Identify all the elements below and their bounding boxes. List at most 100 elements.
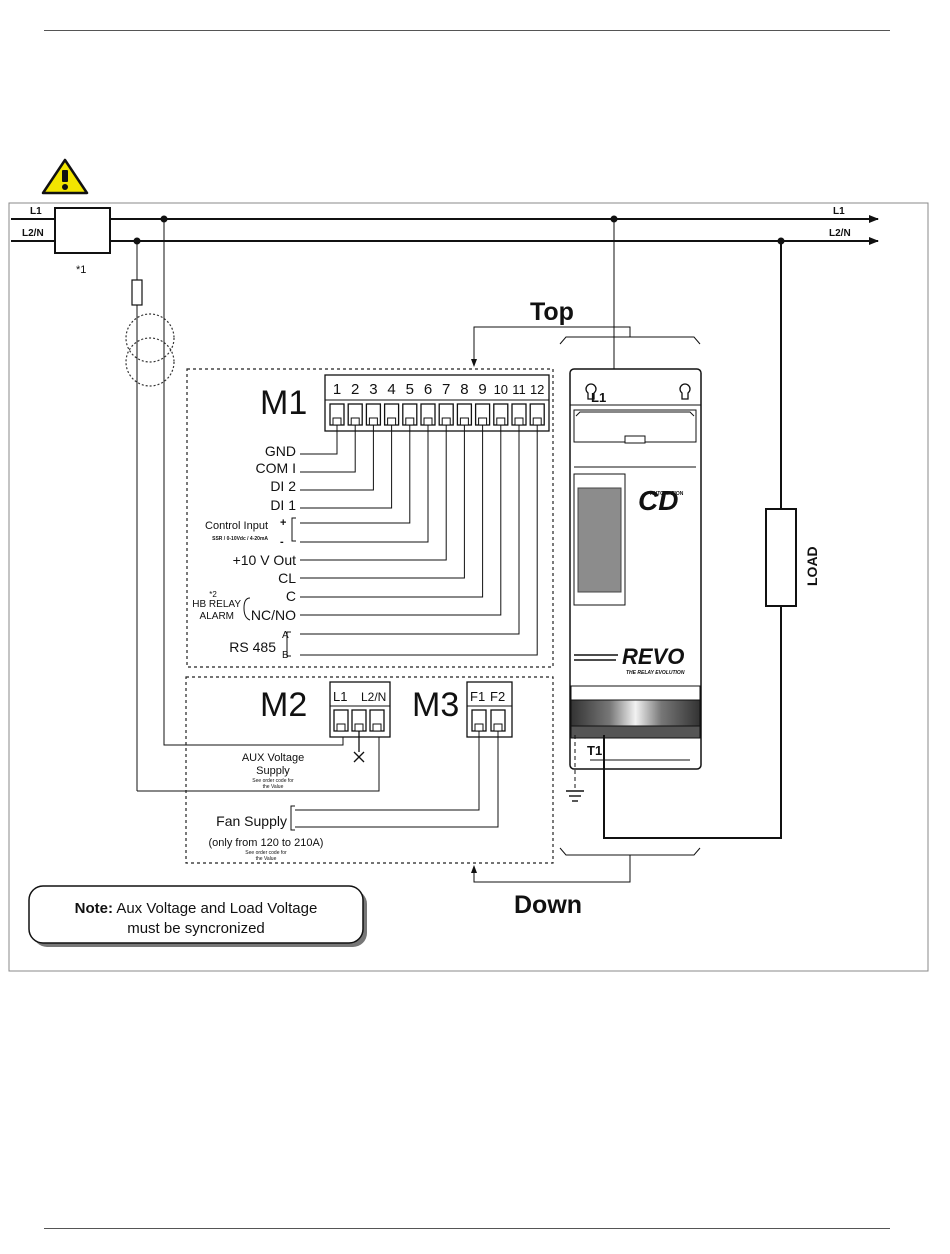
m1-terminal-number: 4 bbox=[387, 381, 395, 398]
fan-note-2: the Value bbox=[256, 856, 277, 862]
m1-terminal-number: 9 bbox=[478, 381, 486, 398]
device-t1-label: T1 bbox=[587, 743, 602, 758]
v10-label: +10 V Out bbox=[233, 552, 297, 568]
l1-left-label: L1 bbox=[30, 206, 42, 217]
rs485-b-label: B bbox=[282, 650, 289, 661]
fan-bracket bbox=[290, 805, 295, 831]
m1-signal-wire bbox=[300, 425, 393, 509]
m1-terminal-number: 8 bbox=[460, 381, 468, 398]
c-label: C bbox=[286, 588, 296, 604]
note-text-line2: must be syncronized bbox=[127, 920, 265, 937]
l1-right-label: L1 bbox=[833, 206, 845, 217]
m1-signal-wire bbox=[300, 425, 502, 616]
revo-tagline: THE RELAY EVOLUTION bbox=[626, 670, 685, 676]
m1-signal-wire bbox=[300, 425, 484, 598]
ground-icon bbox=[566, 790, 584, 802]
label-brackets bbox=[243, 517, 296, 657]
m1-signal-wire bbox=[300, 425, 338, 455]
m1-terminal-number: 7 bbox=[442, 381, 450, 398]
note-box bbox=[28, 885, 364, 944]
l2n-right-label: L2/N bbox=[829, 228, 851, 239]
com-label: COM I bbox=[256, 460, 296, 476]
m1-terminal-screw bbox=[368, 417, 378, 426]
m1-signal-wire bbox=[300, 425, 411, 524]
m1-terminal-number: 3 bbox=[369, 381, 377, 398]
m1-box bbox=[186, 368, 554, 668]
load-wire-bottom bbox=[603, 606, 782, 839]
rs485-label: RS 485 bbox=[229, 639, 276, 655]
down-bracket bbox=[559, 847, 701, 856]
note-ref-2: *2 bbox=[209, 590, 217, 599]
m3-title: M3 bbox=[412, 686, 459, 724]
m1-terminal-number: 1 bbox=[333, 381, 341, 398]
l2n-to-m2-wire-2 bbox=[137, 731, 380, 792]
m2-unused-mark bbox=[353, 731, 365, 763]
m1-terminal-screw bbox=[423, 417, 433, 426]
m1-terminal-number: 11 bbox=[512, 382, 526, 397]
m2-title: M2 bbox=[260, 686, 307, 724]
rs485-a-label: A bbox=[282, 630, 289, 641]
m1-terminal-screw bbox=[441, 417, 451, 426]
aux-note-1: See order code for bbox=[252, 778, 294, 784]
top-bracket bbox=[559, 336, 701, 345]
m1-terminal-screw bbox=[532, 417, 542, 426]
control-input-sub: SSR / 0-10Vdc / 4-20mA bbox=[212, 536, 268, 542]
aux-note-2: the Value bbox=[263, 784, 284, 790]
page-top-rule bbox=[44, 30, 890, 31]
m1-terminal-screw bbox=[350, 417, 360, 426]
fan-wire-f1 bbox=[295, 731, 480, 811]
m2-l2n-terminal: L2/N bbox=[361, 690, 386, 704]
load-label: LOAD bbox=[804, 546, 820, 586]
down-arrow bbox=[471, 855, 631, 883]
hb-relay-label: HB RELAY bbox=[192, 599, 241, 610]
fuse bbox=[131, 279, 143, 306]
protection-box bbox=[54, 207, 111, 254]
note-ref-1: *1 bbox=[76, 264, 86, 276]
m1-signal-wire bbox=[300, 425, 520, 635]
fan-note-1: See order code for bbox=[245, 850, 287, 856]
m1-title: M1 bbox=[260, 384, 307, 422]
load-box bbox=[765, 508, 797, 607]
mounting-hole-icon bbox=[585, 383, 597, 400]
brand-logo-cd: CD bbox=[638, 485, 678, 516]
m1-terminal-screw bbox=[478, 417, 488, 426]
l1-to-m2-wire bbox=[163, 219, 344, 746]
m1-terminal-screw bbox=[496, 417, 506, 426]
fan-supply-label: Fan Supply bbox=[216, 813, 287, 829]
aux-supply-label: Supply bbox=[256, 765, 290, 777]
l2n-left-label: L2/N bbox=[22, 228, 44, 239]
down-label: Down bbox=[514, 891, 582, 919]
m1-signal-wire bbox=[300, 425, 465, 579]
m1-terminal-screw bbox=[387, 417, 397, 426]
m1-terminal-number: 6 bbox=[424, 381, 432, 398]
m1-terminal-screw bbox=[459, 417, 469, 426]
di1-label: DI 1 bbox=[270, 497, 296, 513]
control-input-label: Control Input bbox=[205, 520, 268, 532]
revo-logo: REVO bbox=[622, 644, 684, 669]
m1-signal-wire bbox=[300, 425, 356, 473]
fan-wire-f2 bbox=[295, 731, 499, 828]
transformer-icon bbox=[125, 313, 175, 387]
m1-signal-wire bbox=[300, 425, 447, 561]
m1-terminal-number: 5 bbox=[406, 381, 414, 398]
di2-label: DI 2 bbox=[270, 478, 296, 494]
device-l1-label: L1 bbox=[591, 390, 606, 405]
m1-terminal-screw bbox=[332, 417, 342, 426]
brand-logo-automation: AUTOMATION bbox=[650, 491, 684, 497]
cl-label: CL bbox=[278, 570, 296, 586]
m1-signal-wire bbox=[300, 425, 374, 491]
note-text: Note: Aux Voltage and Load Voltage bbox=[75, 900, 318, 917]
plus-label: + bbox=[280, 517, 286, 529]
minus-label: - bbox=[280, 536, 284, 548]
m3-f2-terminal: F2 bbox=[490, 689, 505, 704]
page-bottom-rule bbox=[44, 1228, 890, 1229]
diagram-frame bbox=[8, 202, 929, 972]
warning-icon bbox=[41, 158, 89, 195]
ncno-label: NC/NO bbox=[251, 607, 296, 623]
m1-terminal-screw bbox=[405, 417, 415, 426]
gnd-label: GND bbox=[265, 443, 296, 459]
m1-signal-wire bbox=[300, 425, 429, 543]
m2-l1-terminal: L1 bbox=[333, 689, 347, 704]
fan-range-label: (only from 120 to 210A) bbox=[209, 837, 324, 849]
